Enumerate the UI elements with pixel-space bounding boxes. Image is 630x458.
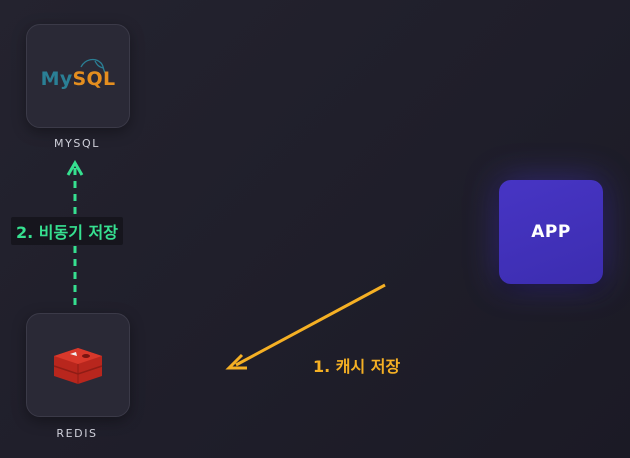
async-store-arrowhead (66, 160, 84, 176)
async-store-label: 2. 비동기 저장 (11, 217, 123, 245)
mysql-logo-sql: SQL (72, 68, 116, 90)
mysql-logo-text: MySQL (41, 68, 116, 90)
mysql-caption: MYSQL (54, 137, 100, 150)
redis-caption: REDIS (56, 427, 98, 440)
mysql-dolphin-icon (80, 58, 107, 75)
redis-node (26, 313, 130, 417)
cache-store-arrowhead (225, 353, 247, 370)
cache-store-label: 1. 캐시 저장 (313, 357, 401, 376)
mysql-node: MySQL (26, 24, 130, 128)
app-label: APP (531, 222, 571, 242)
mysql-logo-my: My (40, 68, 73, 90)
redis-cube-icon (53, 348, 103, 384)
app-node: APP (499, 180, 603, 284)
cache-store-arrow (235, 283, 386, 367)
